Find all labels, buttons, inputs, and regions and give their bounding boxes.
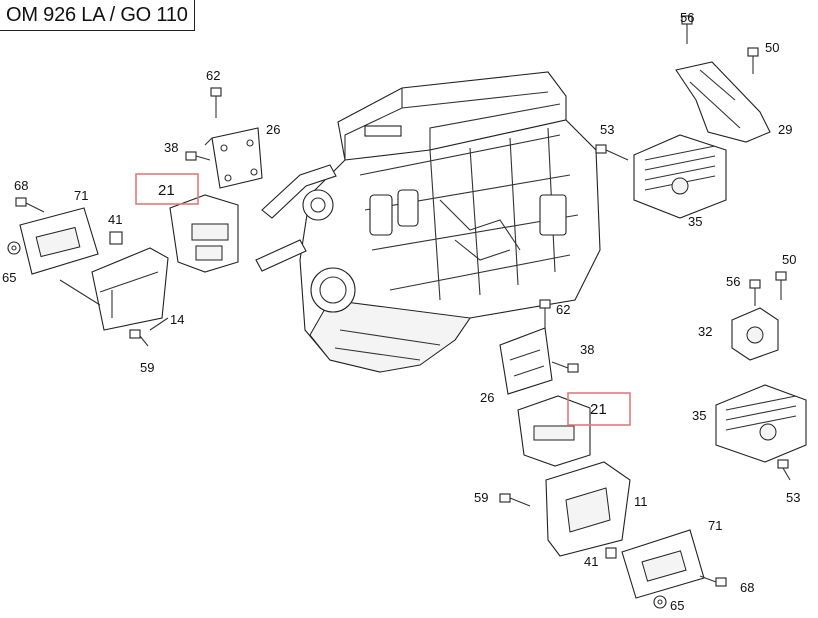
nut-41-left [109,231,123,245]
callout-50-upper: 50 [765,40,779,55]
callout-71-right: 71 [708,518,722,533]
callout-68-left: 68 [14,178,28,193]
bolt-53-upper [595,144,629,161]
nut-41-lower [605,547,617,559]
callout-56-mid: 56 [726,274,740,289]
mount-21-lower [517,395,591,467]
bolt-53-lower [777,459,791,481]
highlight-box-21-lower [567,392,631,426]
bolt-62-lower [539,299,551,328]
bolt-56-mid [749,279,761,306]
callout-38-lower: 38 [580,342,594,357]
callout-41-left: 41 [108,212,122,227]
callout-32: 32 [698,324,712,339]
callout-56-upper: 56 [680,10,694,25]
callout-50-mid: 50 [782,252,796,267]
callout-59-left: 59 [140,360,154,375]
callout-14: 14 [170,312,184,327]
washer-65-right [653,595,667,609]
callout-68-right: 68 [740,580,754,595]
callout-29: 29 [778,122,792,137]
callout-38-upper: 38 [164,140,178,155]
callout-65-left: 65 [2,270,16,285]
bracket-29 [675,61,771,143]
callout-26-upper: 26 [266,122,280,137]
callout-53-upper: 53 [600,122,614,137]
callout-59-lower: 59 [474,490,488,505]
engine-block [255,71,601,373]
mount-35-upper [633,134,727,219]
plate-71-left [19,207,99,275]
bolt-68-left [15,197,45,213]
callout-35-lower: 35 [692,408,706,423]
bolt-50-mid [775,271,787,300]
diagram-title: OM 926 LA / GO 110 [0,0,195,31]
bolt-68-right [699,575,727,587]
bolt-38-upper [185,151,211,161]
callout-35-upper: 35 [688,214,702,229]
callout-62-lower: 62 [556,302,570,317]
mount-35-lower [715,384,807,463]
bolt-56-upper [681,15,693,44]
callout-41-right: 41 [584,554,598,569]
bolt-62-upper [210,87,222,118]
bracket-11 [545,461,631,557]
bracket-26-upper [204,127,263,189]
mount-32 [731,307,779,361]
callout-65-right: 65 [670,598,684,613]
bolt-59-lower [499,493,531,507]
washer-65-left [7,241,21,255]
highlight-box-21-upper [135,173,199,205]
callout-62-upper: 62 [206,68,220,83]
callout-21-lower: 21 [590,401,607,418]
bolt-38-lower [551,361,579,373]
bracket-26-lower [499,327,553,395]
callout-71-left: 71 [74,188,88,203]
bolt-50-upper [747,47,759,74]
callout-21-upper: 21 [158,182,175,199]
bolt-59-left [129,329,149,347]
callout-11: 11 [634,494,648,509]
plate-71-right [621,529,705,599]
callout-53-lower: 53 [786,490,800,505]
callout-26-lower: 26 [480,390,494,405]
mount-21-upper [169,194,239,273]
bracket-14 [59,247,169,331]
